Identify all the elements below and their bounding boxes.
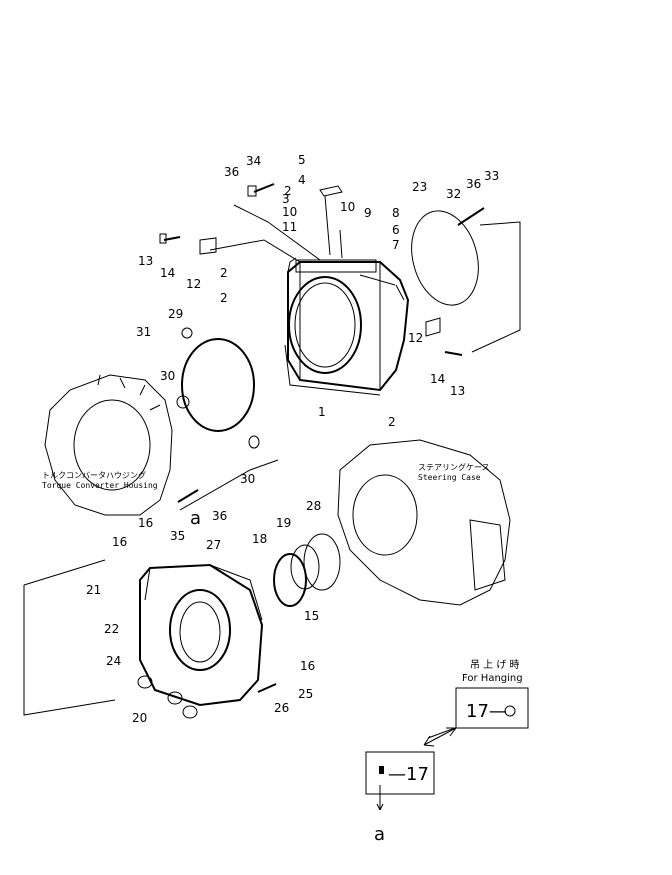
o-ring-20b bbox=[167, 691, 183, 705]
lower-box bbox=[365, 751, 435, 795]
callout-13: 13 bbox=[138, 254, 153, 268]
callout-16: 16 bbox=[112, 535, 127, 549]
torque-caption-jp: トルクコンバータハウジング bbox=[42, 470, 146, 480]
hanging-box-label: 17— bbox=[466, 701, 507, 722]
callout-23: 23 bbox=[412, 180, 427, 194]
callout-2: 2 bbox=[284, 184, 292, 198]
steering-housing-body bbox=[284, 257, 410, 396]
callout-21: 21 bbox=[86, 583, 101, 597]
callout-16: 16 bbox=[138, 516, 153, 530]
callout-7: 7 bbox=[392, 238, 400, 252]
ring-28 bbox=[303, 533, 341, 591]
callout-10: 10 bbox=[340, 200, 355, 214]
leader-lines bbox=[23, 204, 521, 810]
callout-28: 28 bbox=[306, 499, 321, 513]
ref-letter-a-bottom: a bbox=[374, 824, 385, 845]
callout-14: 14 bbox=[430, 372, 445, 386]
callout-12: 12 bbox=[408, 331, 423, 345]
callout-18: 18 bbox=[252, 532, 267, 546]
callout-12: 12 bbox=[186, 277, 201, 291]
steering-caption-en: Steering Case bbox=[418, 473, 481, 482]
callout-31: 31 bbox=[136, 325, 151, 339]
ring-19 bbox=[290, 544, 320, 590]
callout-36: 36 bbox=[224, 165, 239, 179]
callout-5: 5 bbox=[298, 153, 306, 167]
o-ring-30a bbox=[176, 395, 190, 409]
callout-6: 6 bbox=[392, 223, 400, 237]
callout-27: 27 bbox=[206, 538, 221, 552]
callout-16: 16 bbox=[300, 659, 315, 673]
hanging-box bbox=[455, 687, 529, 729]
callout-3: 3 bbox=[282, 192, 290, 206]
callout-2: 2 bbox=[220, 291, 228, 305]
torque-caption-en: Torque Converter Housing bbox=[42, 481, 158, 490]
o-ring-30b bbox=[248, 435, 260, 449]
hanging-caption-en: For Hanging bbox=[462, 673, 523, 684]
callout-36: 36 bbox=[466, 177, 481, 191]
callout-30: 30 bbox=[240, 472, 255, 486]
callout-24: 24 bbox=[106, 654, 121, 668]
callout-30: 30 bbox=[160, 369, 175, 383]
callout-1: 1 bbox=[318, 405, 326, 419]
callout-26: 26 bbox=[274, 701, 289, 715]
callout-34: 34 bbox=[246, 154, 261, 168]
eyebolt-icon bbox=[504, 705, 516, 717]
callout-35: 35 bbox=[170, 529, 185, 543]
lower-box-label: —17 bbox=[388, 764, 429, 785]
bolts bbox=[159, 183, 485, 693]
callout-32: 32 bbox=[446, 187, 461, 201]
callout-a: a bbox=[190, 508, 201, 529]
callout-20: 20 bbox=[132, 711, 147, 725]
callout-36: 36 bbox=[212, 509, 227, 523]
callout-2: 2 bbox=[220, 266, 228, 280]
ring-18 bbox=[273, 553, 307, 607]
o-ring-20a bbox=[137, 675, 153, 689]
callout-13: 13 bbox=[450, 384, 465, 398]
o-ring-29 bbox=[181, 327, 193, 339]
lower-housing-15 bbox=[139, 563, 264, 707]
callout-2: 2 bbox=[388, 415, 396, 429]
callout-22: 22 bbox=[104, 622, 119, 636]
double-arrow-icon bbox=[423, 727, 457, 747]
callout-29: 29 bbox=[168, 307, 183, 321]
callout-33: 33 bbox=[484, 169, 499, 183]
callout-9: 9 bbox=[364, 206, 372, 220]
arrow-down-icon bbox=[376, 803, 384, 811]
hanging-caption-jp: 吊 上 げ 時 bbox=[470, 659, 520, 671]
cover-plate bbox=[319, 185, 343, 259]
callout-25: 25 bbox=[298, 687, 313, 701]
o-ring-31 bbox=[181, 338, 255, 432]
bolt-icon bbox=[379, 766, 384, 774]
callout-4: 4 bbox=[298, 173, 306, 187]
gasket-ring-23 bbox=[411, 210, 479, 306]
callout-19: 19 bbox=[276, 516, 291, 530]
o-ring-20c bbox=[182, 705, 198, 719]
callout-15: 15 bbox=[304, 609, 319, 623]
steering-caption-jp: ステアリングケース bbox=[418, 462, 490, 472]
callout-14: 14 bbox=[160, 266, 175, 280]
callout-8: 8 bbox=[392, 206, 400, 220]
callout-10: 10 bbox=[282, 205, 297, 219]
steering-case bbox=[337, 439, 511, 606]
callout-11: 11 bbox=[282, 220, 297, 234]
torque-converter-housing bbox=[44, 374, 173, 516]
